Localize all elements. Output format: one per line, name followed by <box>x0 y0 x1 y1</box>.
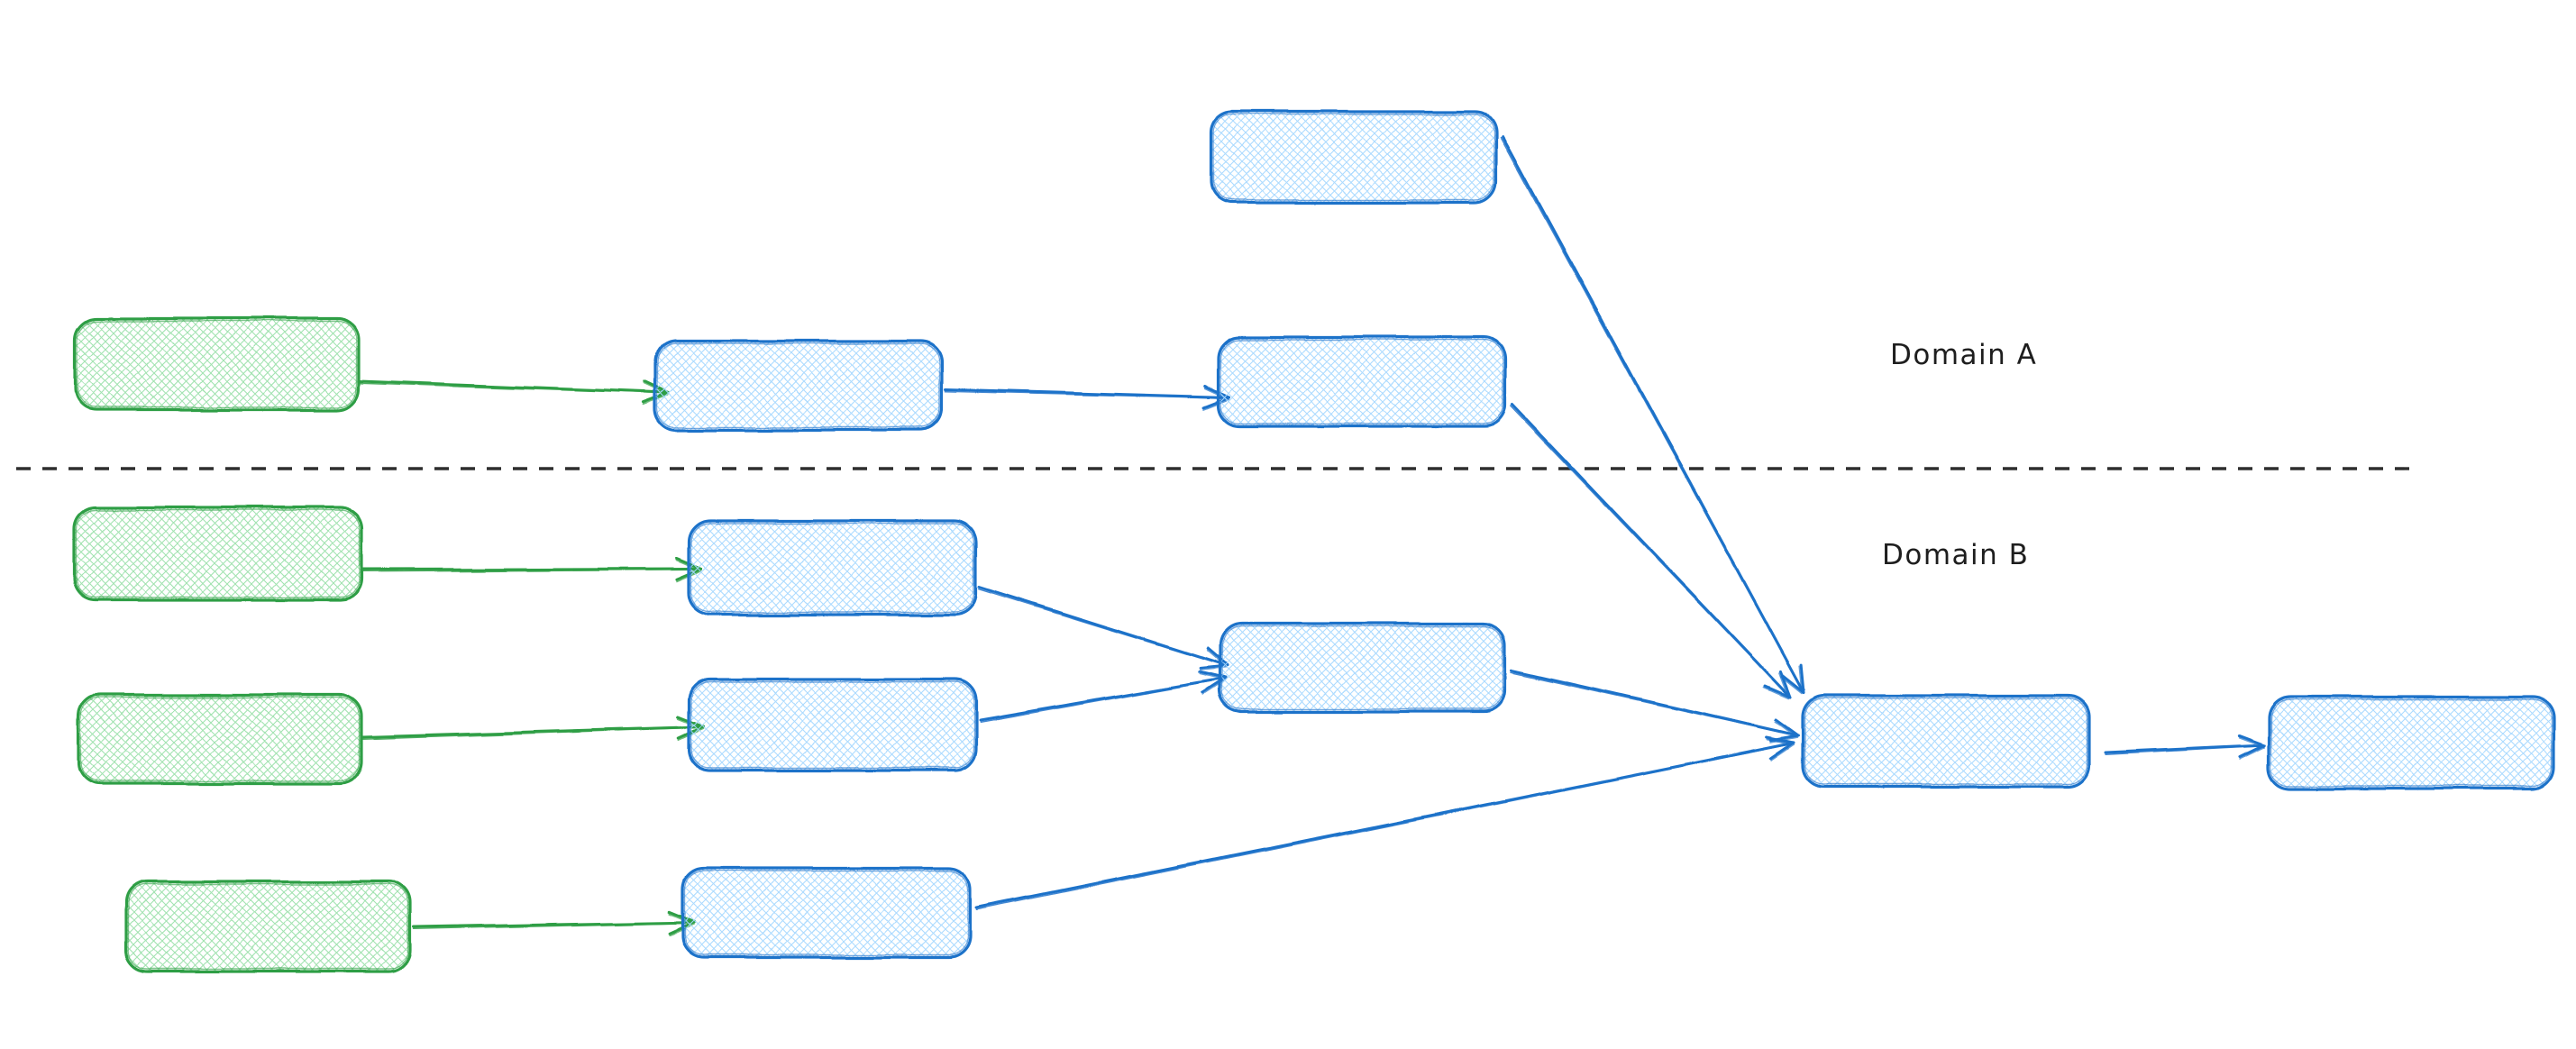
node-rect-sketch <box>79 697 361 782</box>
arrowhead <box>1763 670 1792 698</box>
edge-a-stage-2-to-converge[interactable] <box>1510 403 1792 699</box>
node-rect-sketch <box>1211 114 1495 201</box>
node-rect-sketch <box>2270 698 2553 787</box>
edge-line-sketch <box>1510 671 1799 737</box>
arrowhead-sketch <box>1767 738 1795 761</box>
node-rect-sketch <box>1804 698 2088 785</box>
node-rect-sketch <box>683 870 969 955</box>
edge-line <box>361 725 705 739</box>
edge-top-source-to-converge[interactable] <box>1500 135 1805 694</box>
node-rect-sketch <box>76 320 358 408</box>
edge-line <box>978 676 1228 722</box>
edge-line-sketch <box>945 390 1230 399</box>
node-b-input-1[interactable] <box>72 506 363 602</box>
edge-a-stage-1-to-a-stage-2[interactable] <box>944 384 1231 410</box>
edge-converge-to-output[interactable] <box>2104 734 2266 760</box>
node-b-stage-1[interactable] <box>687 519 978 616</box>
node-rect <box>653 339 944 432</box>
node-b-merge[interactable] <box>1218 622 1507 714</box>
edge-line <box>1501 135 1805 694</box>
arrowhead <box>1766 735 1795 760</box>
arrowhead-sketch <box>2238 737 2265 760</box>
node-b-stage-3[interactable] <box>681 866 972 959</box>
node-rect-sketch <box>127 883 409 970</box>
edge-line <box>361 567 703 571</box>
edge-line-sketch <box>978 588 1229 667</box>
edge-line-sketch <box>361 568 702 573</box>
edge-b-merge-to-converge[interactable] <box>1510 669 1800 743</box>
node-a-stage-1[interactable] <box>653 339 944 432</box>
domain-b-label[interactable]: Domain B <box>1882 539 2029 571</box>
node-rect-sketch <box>690 523 975 613</box>
node-rect <box>73 316 361 412</box>
edges-layer <box>358 135 2266 936</box>
arrowhead <box>2237 734 2266 759</box>
edge-line <box>974 741 1795 909</box>
node-rect <box>2267 695 2555 790</box>
edge-line-sketch <box>2105 744 2265 756</box>
nodes-layer <box>72 110 2555 973</box>
node-rect-sketch <box>1219 339 1504 424</box>
edge-a-input-to-a-stage-1[interactable] <box>358 379 671 406</box>
node-rect <box>1209 110 1498 205</box>
edge-line-sketch <box>413 921 695 931</box>
edge-line <box>358 379 671 395</box>
node-b-stage-2[interactable] <box>687 678 978 772</box>
edge-line-sketch <box>1500 137 1804 694</box>
edge-line-sketch <box>359 382 670 395</box>
edge-line-sketch <box>361 726 704 741</box>
edge-b-stage-3-to-converge[interactable] <box>974 735 1795 910</box>
node-rect <box>124 880 412 973</box>
arrowhead-sketch <box>1763 671 1790 699</box>
node-rect <box>1218 622 1507 714</box>
node-b-input-3[interactable] <box>124 880 412 973</box>
edge-b-input-3-to-b-stage-3[interactable] <box>412 910 696 936</box>
edge-line <box>978 585 1229 667</box>
node-rect <box>687 519 978 616</box>
node-b-input-2[interactable] <box>77 693 363 786</box>
node-rect <box>77 693 363 786</box>
edge-line-sketch <box>975 742 1795 910</box>
arrowhead <box>1781 663 1805 694</box>
node-converge[interactable] <box>1801 694 2091 789</box>
edge-line <box>1511 403 1792 698</box>
edge-line <box>1510 669 1800 737</box>
node-a-input[interactable] <box>73 316 361 412</box>
node-rect-sketch <box>690 681 975 769</box>
node-top-source[interactable] <box>1209 110 1498 205</box>
node-output[interactable] <box>2267 695 2555 790</box>
node-rect <box>72 506 363 602</box>
node-rect-sketch <box>656 342 941 428</box>
edge-b-stage-2-to-b-merge[interactable] <box>978 670 1228 724</box>
edge-b-input-1-to-b-stage-1[interactable] <box>361 556 703 582</box>
node-rect <box>687 678 978 772</box>
domain-a-label[interactable]: Domain A <box>1890 339 2037 371</box>
arrowhead-sketch <box>1779 665 1803 694</box>
edge-line-sketch <box>979 677 1227 724</box>
edge-b-stage-1-to-b-merge[interactable] <box>978 585 1229 670</box>
node-rect <box>1801 694 2091 789</box>
node-rect-sketch <box>1220 625 1504 710</box>
edge-line-sketch <box>1510 405 1791 698</box>
edge-line <box>944 388 1231 399</box>
node-a-stage-2[interactable] <box>1217 335 1507 428</box>
node-rect <box>1217 335 1507 428</box>
node-rect-sketch <box>75 509 361 598</box>
edge-line <box>412 920 696 929</box>
edge-line <box>2104 743 2266 754</box>
edge-b-input-2-to-b-stage-2[interactable] <box>361 716 705 742</box>
node-rect <box>681 866 972 959</box>
